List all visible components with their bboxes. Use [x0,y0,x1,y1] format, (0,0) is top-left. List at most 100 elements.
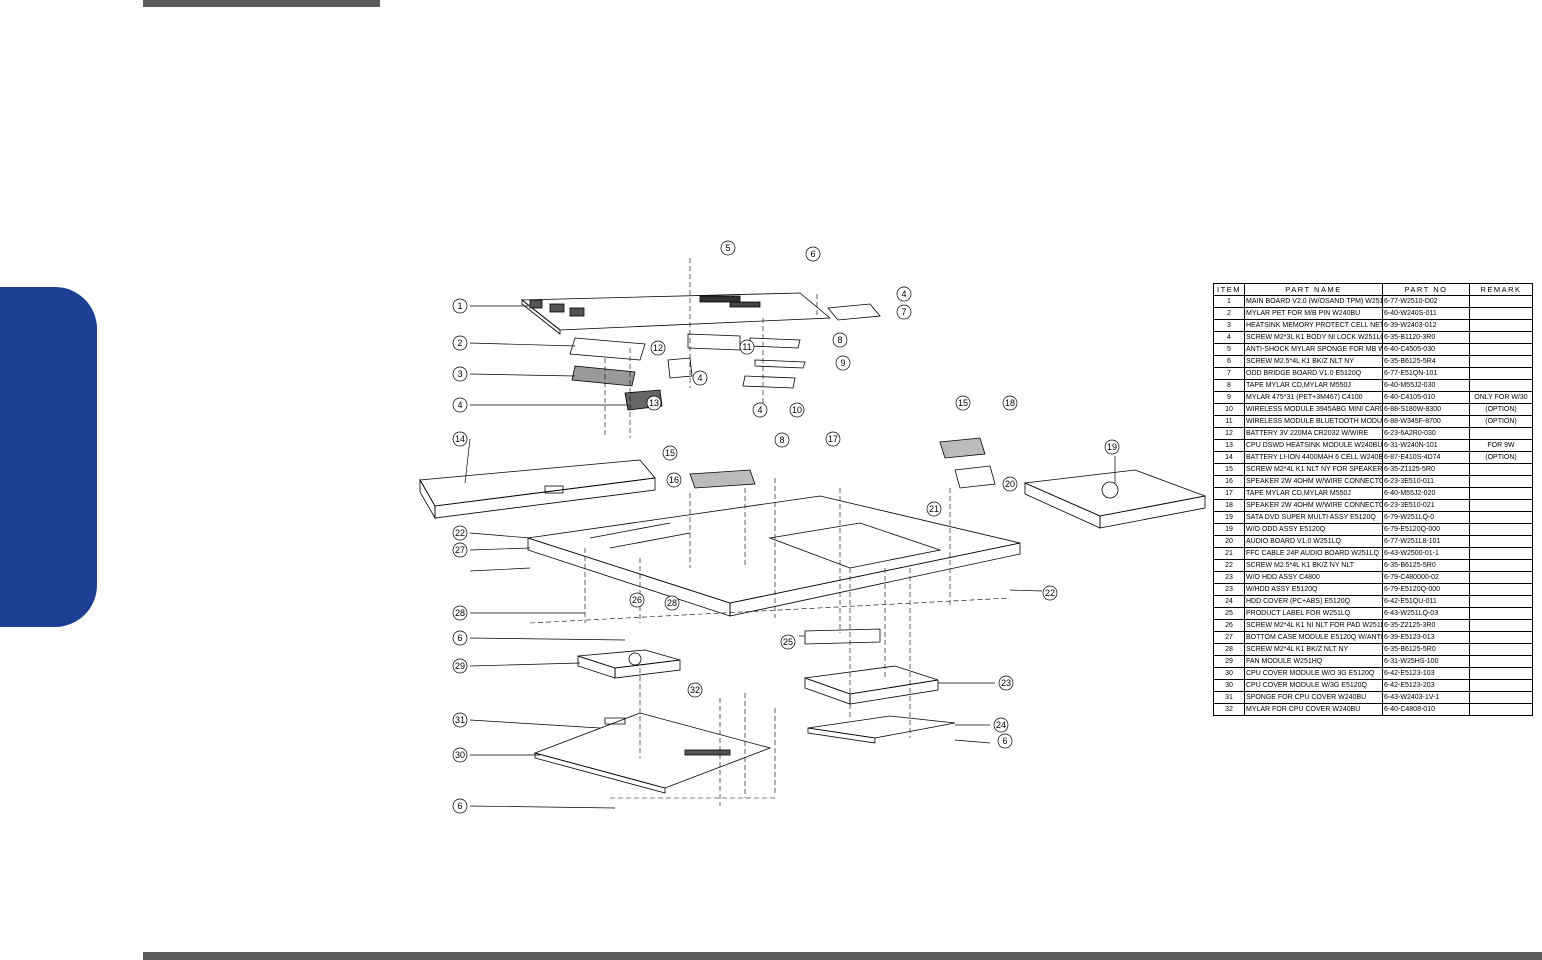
cell-item: 23 [1213,571,1245,584]
callout-number: 28 [667,598,677,608]
cell-remark: ONLY FOR W/30 [1469,391,1533,404]
cell-part-no: 6-31-W240N-101 [1382,439,1470,452]
callout-number: 11 [742,342,751,352]
cell-part-name: TAPE MYLAR CD,MYLAR M550J [1244,379,1383,392]
cell-remark [1469,691,1533,704]
callout-number: 27 [455,545,465,555]
callout-15: 15 [662,445,678,461]
cell-remark [1469,379,1533,392]
cell-item: 15 [1213,463,1245,476]
cell-item: 27 [1213,631,1245,644]
cell-part-no: 6-35-B6125-5R0 [1382,559,1470,572]
cell-remark [1469,487,1533,500]
assembly-lines [529,258,1011,806]
cell-item: 17 [1213,487,1245,500]
cell-item: 25 [1213,607,1245,620]
cell-part-no: 6-43-W251LQ-03 [1382,607,1470,620]
cell-item: 29 [1213,655,1245,668]
callout-26: 26 [629,592,645,608]
callout-number: 22 [455,528,465,538]
callout-32: 32 [687,682,703,698]
cell-part-name: PRODUCT LABEL FOR W251LQ [1244,607,1383,620]
cell-part-no: 6-23-3E510-011 [1382,475,1470,488]
cell-item: 7 [1213,367,1245,380]
cell-part-name: FFC CABLE 24P AUDIO BOARD W251LQ [1244,547,1383,560]
cell-part-name: WIRELESS MODULE BLUETOOTH MODULE [1244,415,1383,428]
callout-6: 6 [452,798,468,814]
callout-14: 14 [452,431,468,447]
cell-item: 12 [1213,427,1245,440]
cell-part-name: ODD BRIDGE BOARD V1.0 E5120Q [1244,367,1383,380]
cell-part-name: BATTERY LI-ION 4400MAH 6 CELL W240BU [1244,451,1383,464]
callout-number: 7 [901,307,906,317]
cell-remark [1469,607,1533,620]
callout-18: 18 [1002,395,1018,411]
cell-part-no: 6-39-W2403-012 [1382,319,1470,332]
callout-number: 10 [792,405,802,415]
cell-item: 16 [1213,475,1245,488]
callout-15: 15 [955,395,971,411]
callout-4: 4 [692,370,708,386]
hard-disk [804,665,939,705]
callout-number: 25 [783,637,793,647]
cell-part-name: SCREW M2*4L K1 BK/Z NLT NY [1244,643,1383,656]
callout-number: 15 [665,448,675,458]
callout-6: 6 [452,630,468,646]
cell-part-no: 6-23-6A2R0-030 [1382,427,1470,440]
header-rule [143,0,380,7]
callout-25: 25 [780,634,796,650]
header-part-no: PART NO [1382,283,1470,296]
callout-9: 9 [835,355,851,371]
cell-item: 3 [1213,319,1245,332]
callout-number: 29 [455,661,465,671]
cell-part-no: 6-40-M55J2-020 [1382,487,1470,500]
optical-drive [1023,469,1207,529]
callout-11: 11 [739,339,755,355]
callouts [464,305,1116,809]
cell-item: 5 [1213,343,1245,356]
callout-number: 4 [757,405,762,415]
cell-remark [1469,523,1533,536]
cell-part-name: FAN MODULE W251HQ [1244,655,1383,668]
cell-part-name: SCREW M2*4L K1 NI NLT FOR PAD W251LQ [1244,619,1383,632]
cell-part-name: W/O HDD ASSY C4800 [1244,571,1383,584]
cell-item: 20 [1213,535,1245,548]
cell-item: 31 [1213,691,1245,704]
table-header-row: ITEM PART NAME PART NO REMARK [1213,283,1533,296]
cell-part-no: 6-35-Z1125-5R0 [1382,463,1470,476]
header-item: ITEM [1213,283,1245,296]
cell-item: 6 [1213,355,1245,368]
callout-number: 31 [455,715,465,725]
callout-number: 9 [840,358,845,368]
cell-item: 26 [1213,619,1245,632]
cell-remark [1469,343,1533,356]
hdd-cover [807,715,956,744]
callout-6: 6 [997,733,1013,749]
cell-remark [1469,583,1533,596]
cell-part-name: SATA DVD SUPER MULTI ASSY E5120Q [1244,511,1383,524]
cell-remark [1469,463,1533,476]
cell-part-name: ANTI-SHOCK MYLAR SPONGE FOR MB W240 D550 [1244,343,1383,356]
cell-part-no: 6-40-M55J2-030 [1382,379,1470,392]
cell-part-no: 6-31-W25HS-100 [1382,655,1470,668]
fan-module [577,649,681,679]
cell-part-no: 6-43-W2500-01-1 [1382,547,1470,560]
cell-part-name: SPEAKER 2W 4OHM W/WIRE CONNECTOR [1244,475,1383,488]
header-part-name: PART NAME [1244,283,1383,296]
callout-19: 19 [1104,439,1120,455]
callout-number: 24 [996,720,1006,730]
cell-remark: FOR 9W [1469,439,1533,452]
cell-part-no: 6-79-E5120Q-000 [1382,583,1470,596]
cell-part-name: SPONGE FOR CPU COVER W240BU [1244,691,1383,704]
